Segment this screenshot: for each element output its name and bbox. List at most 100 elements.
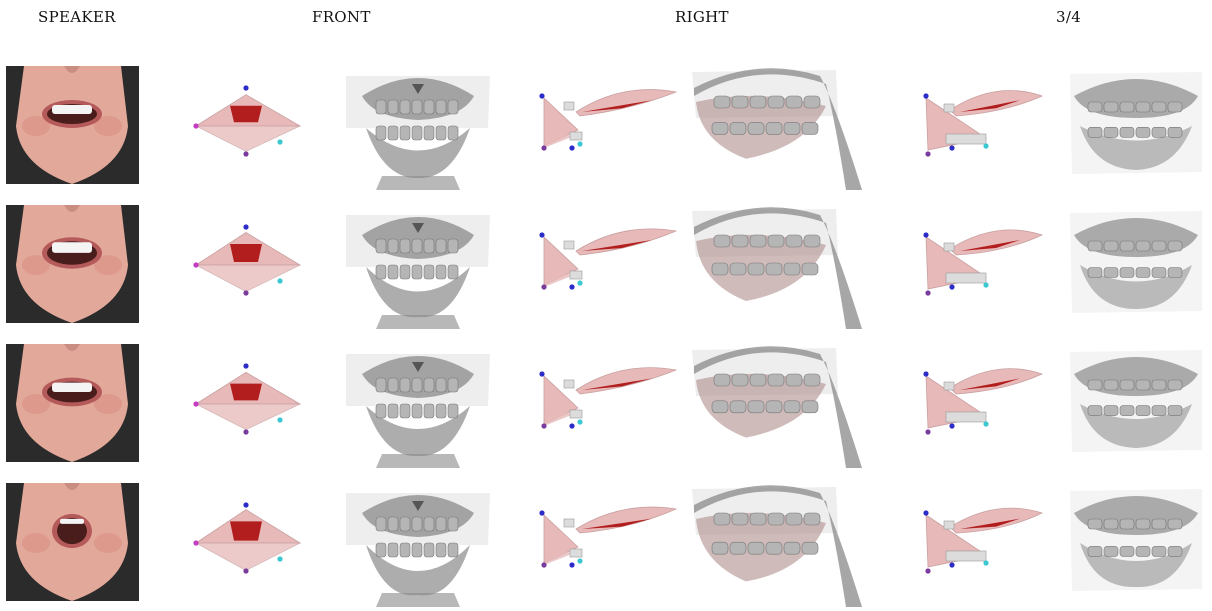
right-header: RIGHT [675, 8, 729, 26]
right-lip-model [532, 215, 682, 305]
upper-tooth [1136, 519, 1150, 529]
upper-tooth [1120, 102, 1134, 112]
speaker-photo [6, 344, 139, 462]
upper-tooth [388, 100, 398, 114]
upper-tooth [424, 100, 434, 114]
teeth-box-lower [570, 410, 582, 418]
upper-tooth [1136, 380, 1150, 390]
marker-cyan [983, 282, 988, 287]
lower-tooth [1088, 406, 1102, 416]
marker-top [243, 224, 248, 229]
lower-tooth [1168, 268, 1182, 278]
upper-tooth [786, 96, 802, 108]
lower-tooth [1104, 546, 1118, 556]
lower-tooth [784, 263, 800, 275]
three-quarter-teeth-render [1066, 344, 1206, 456]
marker-right [277, 556, 282, 561]
upper-tooth [376, 100, 386, 114]
upper-tooth [804, 374, 820, 386]
lower-tooth [748, 401, 764, 413]
upper-lip-profile [950, 508, 1042, 533]
marker-top [923, 232, 928, 237]
neck-block [376, 315, 460, 329]
upper-tooth [376, 378, 386, 392]
marker-blue [949, 423, 954, 428]
upper-tooth [786, 235, 802, 247]
lower-tooth [1088, 268, 1102, 278]
right-lip-model [532, 76, 682, 166]
upper-tooth [1168, 241, 1182, 251]
upper-tooth [732, 374, 748, 386]
lower-tooth [1152, 406, 1166, 416]
marker-top [539, 232, 544, 237]
lower-lip [196, 543, 300, 570]
lip-inner-surface [230, 521, 262, 540]
lower-tooth [802, 542, 818, 554]
lower-tooth [400, 543, 410, 557]
upper-tooth [1088, 380, 1102, 390]
marker-right [277, 417, 282, 422]
marker-blue [569, 562, 574, 567]
upper-tooth [1168, 519, 1182, 529]
upper-tooth [1104, 519, 1118, 529]
upper-tooth [768, 235, 784, 247]
teeth-box-lower [946, 551, 986, 561]
marker-left [193, 262, 198, 267]
three-quarter-teeth-render [1066, 205, 1206, 317]
upper-tooth [750, 96, 766, 108]
teeth-box-upper [564, 519, 574, 527]
upper-tooth [786, 374, 802, 386]
lower-tooth [1120, 546, 1134, 556]
front-teeth-render [342, 483, 494, 607]
three-quarter-lip-model [916, 76, 1046, 166]
upper-tooth [768, 513, 784, 525]
upper-teeth [52, 383, 92, 392]
upper-tooth [804, 235, 820, 247]
three-quarter-header: 3/4 [1056, 8, 1081, 26]
teeth-box-lower [946, 412, 986, 422]
lower-tooth [436, 404, 446, 418]
lower-tooth [376, 265, 386, 279]
upper-tooth [388, 517, 398, 531]
right-teeth-render [686, 483, 878, 607]
teeth-box-upper [944, 521, 954, 529]
teeth-box-upper [564, 241, 574, 249]
marker-left [193, 540, 198, 545]
upper-tooth [714, 235, 730, 247]
marker-bottom [243, 568, 248, 573]
lower-tooth [388, 543, 398, 557]
front-teeth-render [342, 205, 494, 329]
upper-tooth [1168, 102, 1182, 112]
lower-tooth [784, 401, 800, 413]
lower-tooth [376, 543, 386, 557]
lower-tooth [730, 122, 746, 134]
upper-tooth [732, 513, 748, 525]
lower-tooth [802, 401, 818, 413]
three-quarter-teeth-render [1066, 483, 1206, 595]
marker-bottom [925, 429, 930, 434]
lower-tooth [448, 126, 458, 140]
upper-tooth [424, 378, 434, 392]
lower-lip [196, 265, 300, 292]
marker-top [243, 502, 248, 507]
front-lip-model [190, 356, 310, 446]
upper-lip-profile [950, 369, 1042, 394]
marker-bottom [541, 423, 546, 428]
lower-tooth [730, 542, 746, 554]
speaker-header: SPEAKER [38, 8, 116, 26]
front-teeth-render [342, 344, 494, 468]
upper-tooth [1120, 519, 1134, 529]
upper-tooth [750, 374, 766, 386]
upper-tooth [1136, 241, 1150, 251]
upper-tooth [1152, 102, 1166, 112]
lower-tooth [730, 263, 746, 275]
lower-tooth [1088, 127, 1102, 137]
upper-tooth [400, 378, 410, 392]
teeth-box-lower [946, 273, 986, 283]
right-teeth-render [686, 205, 878, 329]
marker-left [193, 123, 198, 128]
upper-tooth [424, 239, 434, 253]
marker-bottom [925, 151, 930, 156]
upper-tooth [732, 235, 748, 247]
upper-tooth [388, 378, 398, 392]
